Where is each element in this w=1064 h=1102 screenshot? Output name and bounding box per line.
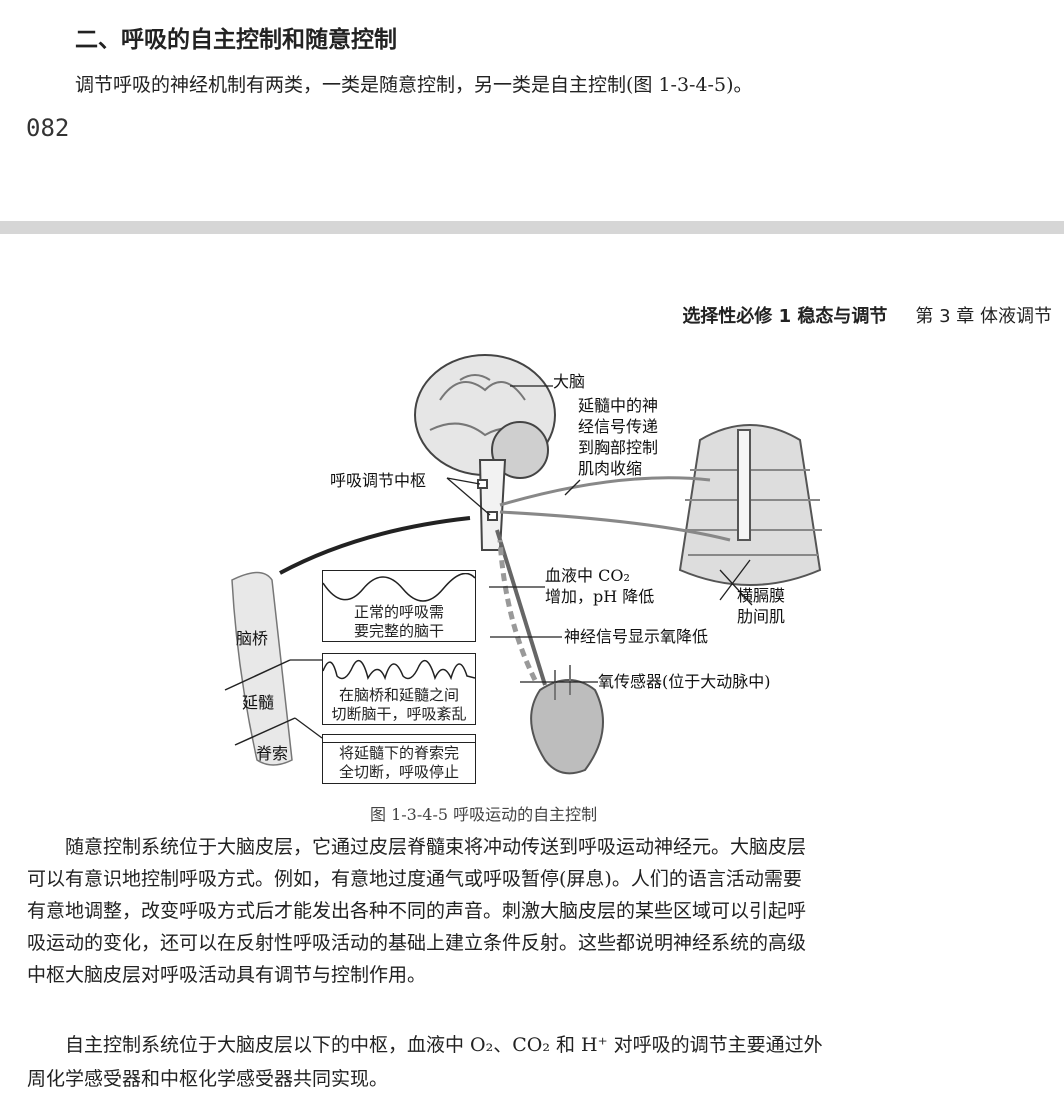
label-intercostal: 肋间肌 (737, 607, 786, 626)
body-line: 随意控制系统位于大脑皮层，它通过皮层脊髓束将冲动传送到呼吸运动神经元。大脑皮层 (27, 836, 807, 858)
co2-arrow (495, 529, 547, 686)
body-line: 中枢大脑皮层对呼吸活动具有调节与控制作用。 (27, 964, 427, 986)
label-pons: 脑桥 (236, 629, 269, 648)
figure-illustration (224, 354, 822, 775)
spinal-illustration (224, 571, 296, 766)
box-breathing-stopped: 将延髓下的脊索完全切断，呼吸停止 (322, 734, 476, 784)
box-normal-breathing: 正常的呼吸需要完整的脑干 (322, 570, 476, 642)
body-line: 有意地调整，改变呼吸方式后才能发出各种不同的声音。刺激大脑皮层的某些区域可以引起… (27, 900, 807, 922)
figure-caption: 图 1-3-4-5 呼吸运动的自主控制 (370, 805, 598, 824)
intro-paragraph: 调节呼吸的神经机制有两类，一类是随意控制，另一类是自主控制(图 1-3-4-5)… (75, 74, 753, 96)
label-oxygen-signal: 神经信号显示氧降低 (564, 627, 709, 646)
leader-lines (290, 385, 753, 739)
label-medulla-signal: 延髓中的神经信号传递到胸部控制肌肉收缩 (578, 396, 659, 478)
body-line: 自主控制系统位于大脑皮层以下的中枢，血液中 O₂、CO₂ 和 H⁺ 对呼吸的调节… (27, 1034, 823, 1056)
label-diaphragm: 横膈膜 (737, 586, 786, 605)
body-line: 吸运动的变化，还可以在反射性呼吸活动的基础上建立条件反射。这些都说明神经系统的高… (27, 932, 807, 954)
oxygen-signal-path (497, 539, 538, 682)
section-heading: 二、呼吸的自主控制和随意控制 (75, 27, 397, 53)
book-title: 选择性必修 1 稳态与调节 (682, 306, 888, 327)
chapter-title: 第 3 章 体液调节 (915, 306, 1052, 327)
body-line: 周化学感受器和中枢化学感受器共同实现。 (27, 1068, 389, 1090)
label-respiratory-center: 呼吸调节中枢 (330, 471, 427, 490)
running-header: 选择性必修 1 稳态与调节 第 3 章 体液调节 (682, 302, 1052, 328)
label-medulla: 延髓 (242, 693, 275, 712)
label-brain: 大脑 (553, 372, 586, 391)
arrow-to-spine (279, 516, 471, 575)
nerve-path (499, 476, 711, 507)
page-divider (0, 221, 1064, 234)
page-number: 082 (26, 114, 70, 142)
ribcage-illustration (678, 424, 822, 586)
heart-illustration (530, 665, 604, 775)
label-oxygen-sensor: 氧传感器(位于大动脉中) (598, 672, 771, 691)
box-disrupted-breathing: 在脑桥和延髓之间切断脑干，呼吸紊乱 (322, 653, 476, 725)
body-line: 可以有意识地控制呼吸方式。例如，有意地过度通气或呼吸暂停(屏息)。人们的语言活动… (27, 868, 802, 890)
label-spinal-cord: 脊索 (256, 744, 289, 763)
brain-illustration (414, 354, 556, 551)
